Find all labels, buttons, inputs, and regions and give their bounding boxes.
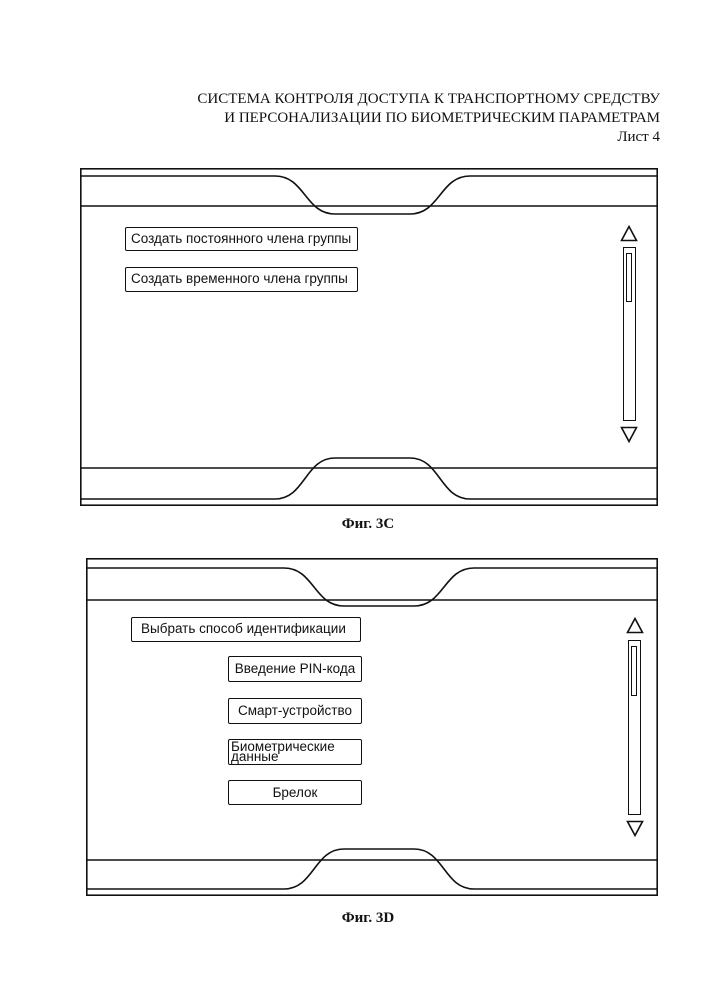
fig3c-frame [80,168,658,506]
biometric-data-label-line2: данные [231,751,279,762]
fig3c-top-tab-outline [80,176,658,214]
header-title-line2: И ПЕРСОНАЛИЗАЦИИ ПО БИОМЕТРИЧЕСКИМ ПАРАМ… [150,109,660,128]
create-permanent-member-label: Создать постоянного члена группы [131,231,351,246]
key-fob-button[interactable]: Брелок [228,780,362,805]
fig3c-scroll-down-icon[interactable] [620,426,638,443]
create-permanent-member-button[interactable]: Создать постоянного члена группы [125,227,358,251]
fig3c-scroll-up-icon[interactable] [620,225,638,242]
fig3d-scroll-down-icon[interactable] [626,820,644,837]
fig3c-screen [80,168,658,506]
key-fob-label: Брелок [229,785,361,800]
pin-code-entry-label: Введение PIN-кода [229,661,361,676]
fig3d-frame [86,558,658,896]
biometric-data-button[interactable]: Биометрические данные [228,739,362,765]
choose-identification-method-label: Выбрать способ идентификации [141,621,346,636]
fig3c-scrollbar-thumb[interactable] [626,253,632,302]
fig3c-scrollbar-track[interactable] [623,247,636,421]
patent-header: СИСТЕМА КОНТРОЛЯ ДОСТУПА К ТРАНСПОРТНОМУ… [150,90,660,147]
fig3d-screen [86,558,658,896]
pin-code-entry-button[interactable]: Введение PIN-кода [228,656,362,682]
fig3d-scrollbar-thumb[interactable] [631,646,637,696]
fig3c-caption: Фиг. 3С [268,516,468,533]
create-temporary-member-button[interactable]: Создать временного члена группы [125,267,358,292]
header-sheet-number: Лист 4 [150,128,660,147]
header-title-line1: СИСТЕМА КОНТРОЛЯ ДОСТУПА К ТРАНСПОРТНОМУ… [150,90,660,109]
fig3d-bottom-tab-outline [86,849,658,889]
smart-device-button[interactable]: Смарт-устройство [228,698,362,724]
fig3c-bottom-tab-outline [80,458,658,499]
fig3d-scroll-up-icon[interactable] [626,617,644,634]
smart-device-label: Смарт-устройство [229,703,361,718]
fig3d-scrollbar-track[interactable] [628,640,641,815]
create-temporary-member-label: Создать временного члена группы [131,271,348,286]
fig3d-caption: Фиг. 3D [268,910,468,927]
choose-identification-method-button[interactable]: Выбрать способ идентификации [131,617,361,642]
